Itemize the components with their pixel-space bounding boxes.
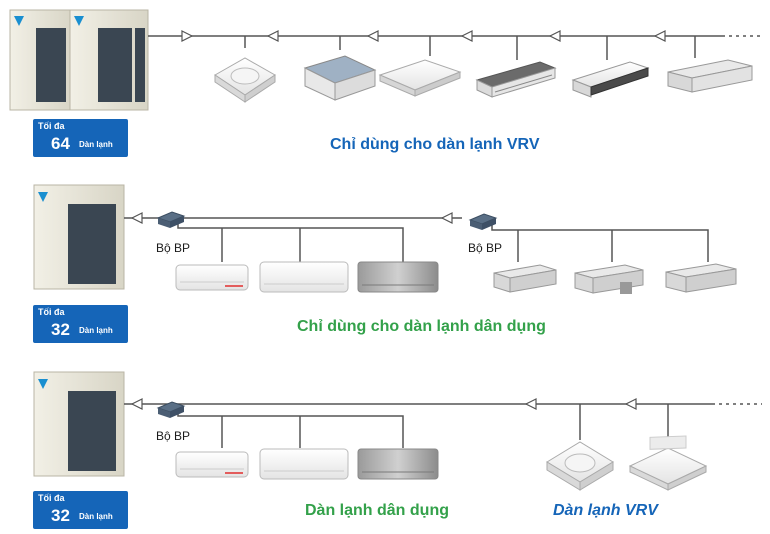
bp-label-1: Bộ BP [156, 241, 191, 255]
ceiling-suspended-one-way-unit [571, 61, 650, 98]
ceiling-cassette-flat-unit [378, 59, 462, 97]
max-units-badge-row-2: Tối đa 32 Dàn lạnh [33, 305, 128, 343]
wall-mounted-white-unit-3 [175, 451, 249, 478]
wall-mounted-white-unit-2 [259, 261, 349, 293]
bp-box-1 [156, 211, 186, 228]
wall-mounted-white-unit-1 [175, 264, 249, 291]
max-units-badge-row-3: Tối đa 32 Dàn lạnh [33, 491, 128, 529]
caption-row-3-right: Dàn lạnh VRV [553, 502, 658, 519]
bp-box-2 [468, 213, 498, 230]
ducted-unit-1 [493, 264, 557, 293]
bp-label-2: Bộ BP [468, 241, 503, 255]
flow-arrows-row-2 [130, 212, 453, 224]
badge-unit: Dàn lạnh [79, 326, 113, 335]
badge-number: 32 [51, 320, 70, 339]
badge-number: 32 [51, 506, 70, 525]
caption-row-2: Chỉ dùng cho dàn lạnh dân dụng [297, 318, 546, 335]
badge-label-top: Tối đa [38, 307, 65, 317]
ducted-unit [667, 59, 753, 93]
wall-mounted-white-unit-4 [259, 448, 349, 480]
pipe-row-2 [124, 217, 709, 262]
badge-label-top: Tối đa [38, 121, 65, 131]
ceiling-cassette-round-unit-2 [546, 441, 614, 491]
caption-row-1: Chỉ dùng cho dàn lạnh VRV [330, 136, 540, 153]
badge-number: 64 [51, 134, 70, 153]
ceiling-cassette-compact-unit [303, 55, 377, 101]
ducted-unit-2 [574, 264, 644, 294]
ducted-unit-3 [665, 263, 737, 293]
badge-unit: Dàn lạnh [79, 512, 113, 521]
badge-unit: Dàn lạnh [79, 140, 113, 149]
caption-row-3-left: Dàn lạnh dân dụng [305, 502, 449, 519]
ceiling-cassette-round-unit [214, 57, 276, 103]
outdoor-unit-medium-1 [33, 184, 125, 290]
bp-label-3: Bộ BP [156, 429, 191, 443]
outdoor-unit-medium-2 [33, 371, 125, 477]
pipe-row-1 [148, 35, 762, 60]
flow-arrows-row-3 [130, 398, 637, 410]
badge-label-top: Tối đa [38, 493, 65, 503]
wall-mounted-silver-unit-2 [357, 448, 439, 480]
ceiling-mounted-two-way-unit [475, 61, 557, 98]
flow-arrows-row-1 [181, 30, 666, 42]
bp-box-3 [156, 401, 186, 418]
ceiling-cassette-flat-unit-2 [628, 435, 708, 491]
max-units-badge-row-1: Tối đa 64 Dàn lạnh [33, 119, 128, 157]
outdoor-unit-large [9, 9, 149, 111]
wall-mounted-silver-unit [357, 261, 439, 293]
